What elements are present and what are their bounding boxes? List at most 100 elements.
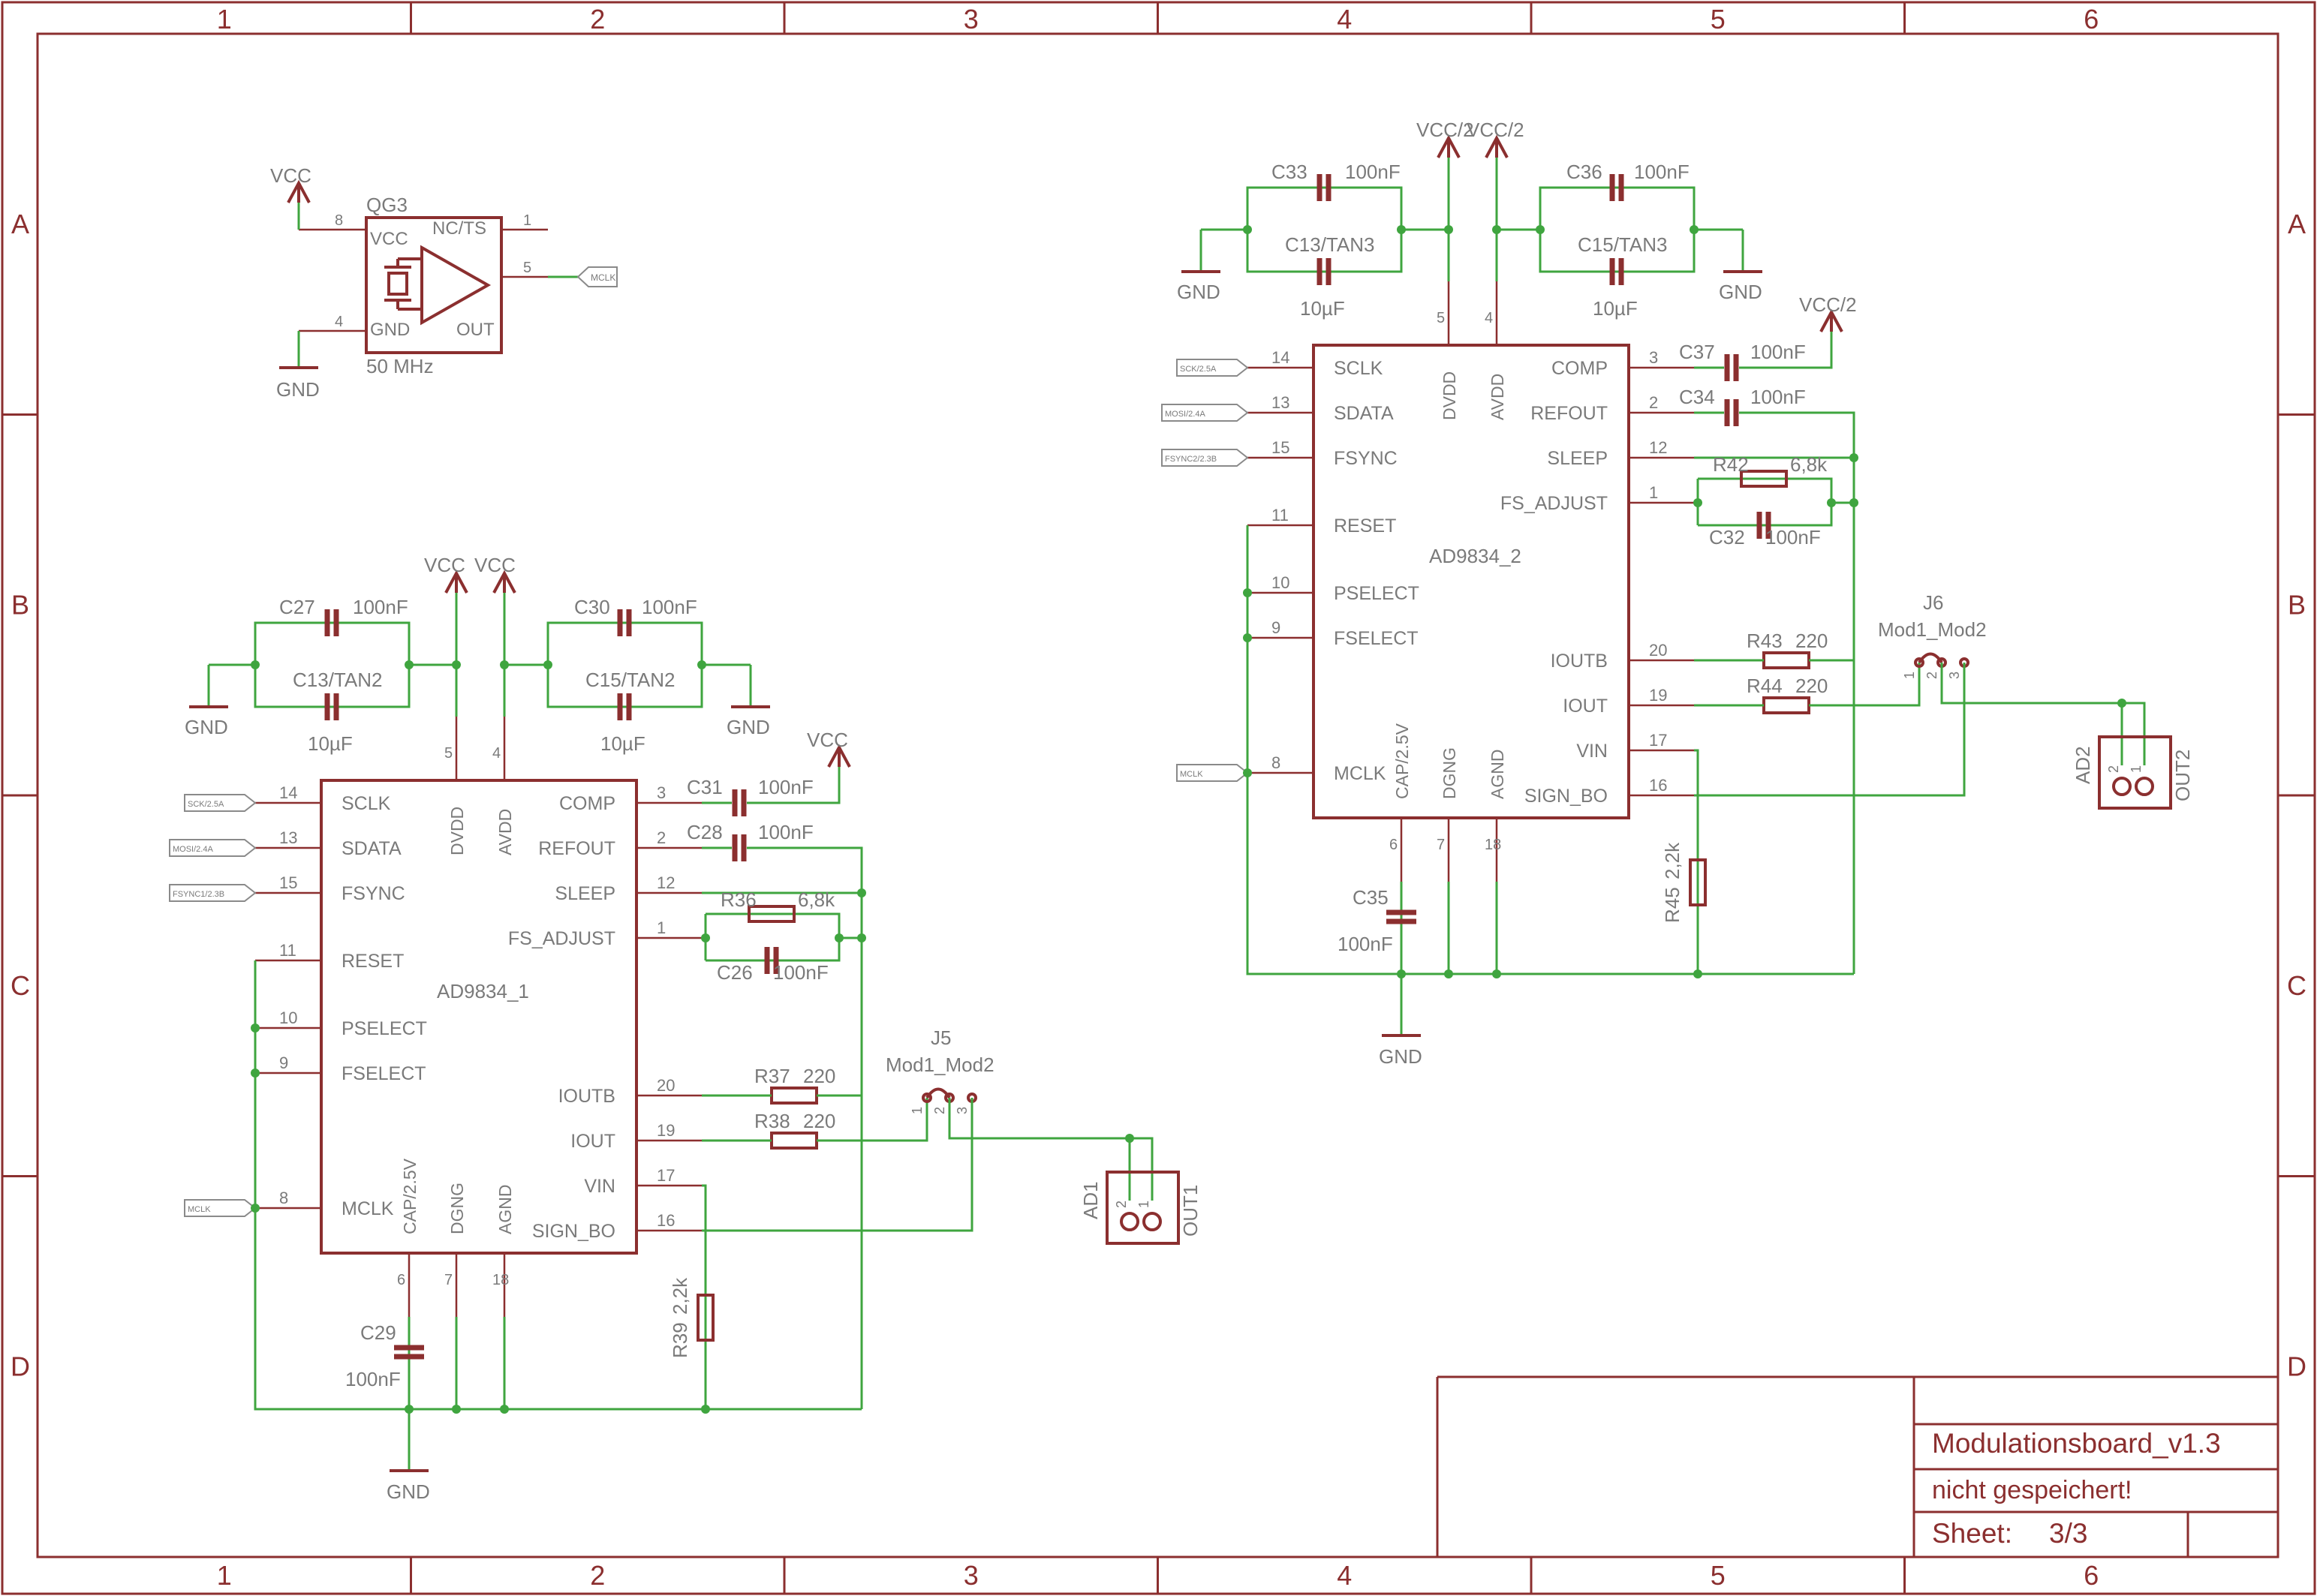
connector-pin xyxy=(2112,777,2132,796)
ic-pin-number: 12 xyxy=(1649,438,1667,457)
net-label-text: MCLK xyxy=(188,1205,211,1214)
ic-pin-number: 8 xyxy=(1271,753,1280,772)
part-value: 100nF xyxy=(1338,933,1393,955)
connector-pin-number: 2 xyxy=(1114,1201,1129,1208)
qg3-value: 50 MHz xyxy=(366,355,434,377)
junction-dot xyxy=(1125,1134,1134,1143)
ic-pin-number: 5 xyxy=(444,745,453,762)
ic-body xyxy=(320,779,638,1255)
refout-wire xyxy=(1694,411,1855,974)
net-label: MOSI/2.4A xyxy=(169,839,257,857)
ic-pin-number: 8 xyxy=(279,1189,288,1207)
part-value: 6,8k xyxy=(798,888,835,911)
net-label: MCLK xyxy=(1176,764,1249,782)
net-label: SCK/2.5A xyxy=(184,794,257,812)
ad9834-circuit-1: AD9834_114SCLKSCK/2.5A13SDATAMOSI/2.4A15… xyxy=(169,554,1202,1503)
jumper-pin-number: 2 xyxy=(1924,672,1939,679)
resistor-icon xyxy=(1740,470,1788,488)
capacitor-icon xyxy=(1386,909,1416,924)
vcc-supply-icon xyxy=(444,570,468,594)
ic-pin-name: DGNG xyxy=(1440,747,1459,799)
part-value: 100nF xyxy=(642,596,697,618)
connector-icon xyxy=(1106,1171,1180,1245)
junction-dot xyxy=(1690,225,1699,234)
comp-wire xyxy=(1694,332,1833,369)
ic-pin-number: 2 xyxy=(1649,393,1658,412)
net-label-outline xyxy=(1176,359,1249,377)
ic-pin-name: FSELECT xyxy=(1334,628,1419,649)
ic-pin-number: 1 xyxy=(1649,483,1658,502)
part-name: C32 xyxy=(1709,526,1745,549)
capacitor-icon xyxy=(324,609,339,636)
ic-pin-number: 17 xyxy=(1649,731,1667,750)
ic-pin-name: IOUTB xyxy=(558,1086,615,1107)
iout-wire xyxy=(1694,663,1921,707)
part-name: C37 xyxy=(1679,341,1715,363)
part-value: 100nF xyxy=(1765,526,1821,549)
ic-pin-number: 13 xyxy=(1271,393,1289,412)
part-name: R38 xyxy=(754,1110,790,1132)
resistor-icon xyxy=(770,1132,818,1150)
ground-label: GND xyxy=(1177,281,1220,303)
vcc-label: VCC xyxy=(474,554,516,576)
ioutb-wire xyxy=(1694,659,1855,670)
frame-column-label: 4 xyxy=(1337,4,1352,35)
bottom-wire xyxy=(408,1317,506,1471)
ic-pin-name: AGND xyxy=(1488,750,1507,799)
part-name: R39 xyxy=(669,1322,691,1358)
junction-dot xyxy=(2117,699,2126,708)
ic-pin-number: 16 xyxy=(657,1211,675,1230)
part-name: R45 xyxy=(1661,887,1684,923)
qg3-pin8: 8 xyxy=(335,212,343,229)
part-value: 220 xyxy=(1795,630,1828,652)
net-label-text: SCK/2.5A xyxy=(1180,365,1217,374)
part-name: R37 xyxy=(754,1065,790,1087)
ic-pin-number: 15 xyxy=(279,873,297,892)
capacitor-icon xyxy=(617,693,632,720)
ic-pin-name: FS_ADJUST xyxy=(1500,493,1608,514)
comp-wire xyxy=(702,767,841,804)
net-label-outline xyxy=(1161,404,1249,422)
connector-pin-number: 2 xyxy=(2106,765,2121,773)
qg3-net-label: MCLK xyxy=(591,272,615,283)
part-value: 2,2k xyxy=(669,1277,691,1315)
net-label-outline xyxy=(169,839,257,857)
frame-column-label: 3 xyxy=(964,1560,979,1591)
ic-pin-number: 19 xyxy=(1649,686,1667,705)
junction-dot xyxy=(1693,498,1702,507)
junction-dot xyxy=(1243,633,1252,642)
ic-pin-number: 10 xyxy=(279,1008,297,1027)
ic-pin-number: 5 xyxy=(1437,310,1445,326)
qg3-pin-ncts: NC/TS xyxy=(432,218,486,239)
ground-wire xyxy=(207,665,752,707)
ic-pin-number: 13 xyxy=(279,828,297,847)
ic-pin-number: 20 xyxy=(657,1076,675,1095)
connector-pin xyxy=(1142,1212,1162,1231)
connector-wire xyxy=(1128,1137,1152,1201)
ic-pin-number: 16 xyxy=(1649,776,1667,795)
part-value: 220 xyxy=(803,1110,835,1132)
ioutb-wire xyxy=(702,1094,863,1105)
connector-pin-number: 1 xyxy=(2129,765,2144,773)
ground-label: GND xyxy=(727,716,770,738)
ic-pin-name: PSELECT xyxy=(1334,583,1419,604)
qg3-pin4: 4 xyxy=(335,314,343,330)
vcc-supply-icon xyxy=(1819,308,1843,332)
resistor-icon xyxy=(748,905,796,923)
vcc-supply-icon xyxy=(492,570,516,594)
jumper-pin-number: 1 xyxy=(1902,672,1917,679)
part-name: C27 xyxy=(279,596,315,618)
ic-pin-name: RESET xyxy=(1334,515,1396,537)
capacitor-icon xyxy=(394,1345,424,1360)
ic-pin-number: 7 xyxy=(444,1272,453,1288)
frame-row-label: A xyxy=(11,209,29,239)
part-name: R42 xyxy=(1713,453,1749,476)
decoupling-wire xyxy=(504,621,751,708)
part-value: 100nF xyxy=(345,1368,401,1390)
junction-dot xyxy=(857,888,866,897)
part-value: 2,2k xyxy=(1661,842,1684,879)
junction-dot xyxy=(1849,453,1858,462)
decoupling-wire xyxy=(1497,186,1743,273)
frame-column-label: 5 xyxy=(1711,4,1726,35)
